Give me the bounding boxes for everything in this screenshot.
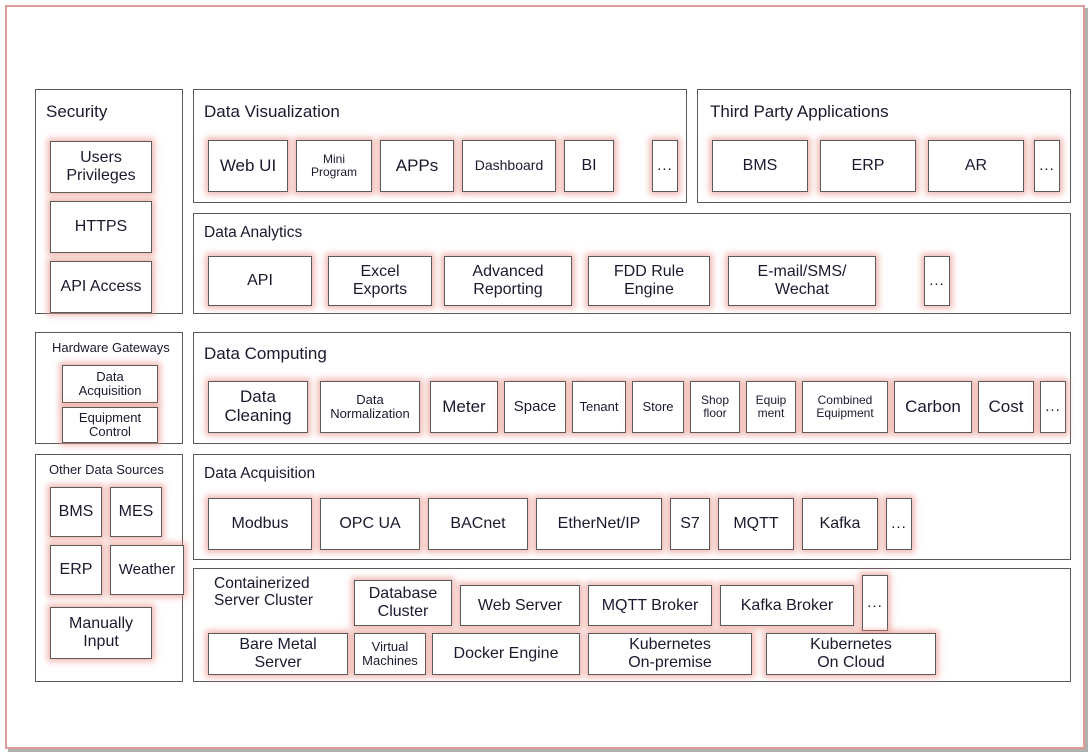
- node-data-cleaning[interactable]: Data Cleaning: [208, 381, 308, 433]
- node-dashboard[interactable]: Dashboard: [462, 140, 556, 192]
- node-source-mes[interactable]: MES: [110, 487, 162, 537]
- node-third-party-ar[interactable]: AR: [928, 140, 1024, 192]
- node-third-party-more[interactable]: ...: [1034, 140, 1060, 192]
- node-bacnet[interactable]: BACnet: [428, 498, 528, 550]
- node-source-manually-input[interactable]: Manually Input: [50, 607, 152, 659]
- panel-data-computing[interactable]: Data Computing Data Cleaning Data Normal…: [193, 332, 1071, 444]
- panel-containerized-server-cluster[interactable]: Containerized Server Cluster Database Cl…: [193, 568, 1071, 682]
- node-web-ui[interactable]: Web UI: [208, 140, 288, 192]
- panel-data-visualization[interactable]: Data Visualization Web UI Mini Program A…: [193, 89, 687, 203]
- node-data-visualization-more[interactable]: ...: [652, 140, 678, 192]
- node-combined-equipment[interactable]: Combined Equipment: [802, 381, 888, 433]
- node-mqtt-broker[interactable]: MQTT Broker: [588, 585, 712, 626]
- panel-data-computing-title: Data Computing: [204, 344, 327, 363]
- panel-hardware-gateways[interactable]: Hardware Gateways Data Acquisition Equip…: [35, 332, 183, 444]
- node-api-access[interactable]: API Access: [50, 261, 152, 313]
- node-data-acquisition-gateway[interactable]: Data Acquisition: [62, 365, 158, 403]
- node-analytics-advanced-reporting[interactable]: Advanced Reporting: [444, 256, 572, 306]
- node-data-normalization[interactable]: Data Normalization: [320, 381, 420, 433]
- node-source-weather[interactable]: Weather: [110, 545, 184, 595]
- node-s7[interactable]: S7: [670, 498, 710, 550]
- node-third-party-bms[interactable]: BMS: [712, 140, 808, 192]
- node-space[interactable]: Space: [504, 381, 566, 433]
- node-mqtt[interactable]: MQTT: [718, 498, 794, 550]
- node-analytics-more[interactable]: ...: [924, 256, 950, 306]
- node-database-cluster[interactable]: Database Cluster: [354, 580, 452, 626]
- node-modbus[interactable]: Modbus: [208, 498, 312, 550]
- node-containerized-more[interactable]: ...: [862, 575, 888, 631]
- panel-data-acquisition[interactable]: Data Acquisition Modbus OPC UA BACnet Et…: [193, 454, 1071, 560]
- panel-data-analytics[interactable]: Data Analytics API Excel Exports Advance…: [193, 213, 1071, 314]
- node-store[interactable]: Store: [632, 381, 684, 433]
- node-data-computing-more[interactable]: ...: [1040, 381, 1066, 433]
- node-analytics-fdd-rule-engine[interactable]: FDD Rule Engine: [588, 256, 710, 306]
- node-shop-floor[interactable]: Shop floor: [690, 381, 740, 433]
- panel-data-acquisition-title: Data Acquisition: [204, 465, 316, 482]
- node-equipment[interactable]: Equip ment: [746, 381, 796, 433]
- diagram-outer-frame: Security Users Privileges HTTPS API Acce…: [5, 5, 1085, 749]
- node-analytics-api[interactable]: API: [208, 256, 312, 306]
- panel-data-analytics-title: Data Analytics: [204, 224, 303, 241]
- panel-security[interactable]: Security Users Privileges HTTPS API Acce…: [35, 89, 183, 314]
- node-data-acquisition-more[interactable]: ...: [886, 498, 912, 550]
- node-https[interactable]: HTTPS: [50, 201, 152, 253]
- node-cost[interactable]: Cost: [978, 381, 1034, 433]
- panel-hardware-gateways-title: Hardware Gateways: [52, 340, 170, 355]
- node-kafka[interactable]: Kafka: [802, 498, 878, 550]
- node-carbon[interactable]: Carbon: [894, 381, 972, 433]
- node-source-bms[interactable]: BMS: [50, 487, 102, 537]
- node-bi[interactable]: BI: [564, 140, 614, 192]
- node-ethernet-ip[interactable]: EtherNet/IP: [536, 498, 662, 550]
- node-virtual-machines[interactable]: Virtual Machines: [354, 633, 426, 675]
- panel-third-party-applications-title: Third Party Applications: [710, 102, 889, 121]
- panel-security-title: Security: [46, 102, 108, 121]
- node-mini-program[interactable]: Mini Program: [296, 140, 372, 192]
- node-analytics-excel-exports[interactable]: Excel Exports: [328, 256, 432, 306]
- node-tenant[interactable]: Tenant: [572, 381, 626, 433]
- node-kafka-broker[interactable]: Kafka Broker: [720, 585, 854, 626]
- panel-data-visualization-title: Data Visualization: [204, 102, 340, 121]
- node-web-server[interactable]: Web Server: [460, 585, 580, 626]
- node-third-party-erp[interactable]: ERP: [820, 140, 916, 192]
- panel-other-data-sources-title: Other Data Sources: [49, 462, 164, 477]
- node-opc-ua[interactable]: OPC UA: [320, 498, 420, 550]
- node-users-privileges[interactable]: Users Privileges: [50, 141, 152, 193]
- node-source-erp[interactable]: ERP: [50, 545, 102, 595]
- node-analytics-email-sms-wechat[interactable]: E-mail/SMS/ Wechat: [728, 256, 876, 306]
- node-apps[interactable]: APPs: [380, 140, 454, 192]
- node-docker-engine[interactable]: Docker Engine: [432, 633, 580, 675]
- node-equipment-control[interactable]: Equipment Control: [62, 407, 158, 443]
- node-bare-metal-server[interactable]: Bare Metal Server: [208, 633, 348, 675]
- panel-other-data-sources[interactable]: Other Data Sources BMS MES ERP Weather M…: [35, 454, 184, 682]
- node-kubernetes-on-premise[interactable]: Kubernetes On-premise: [588, 633, 752, 675]
- panel-third-party-applications[interactable]: Third Party Applications BMS ERP AR ...: [697, 89, 1071, 203]
- panel-containerized-server-cluster-title: Containerized Server Cluster: [214, 575, 314, 610]
- node-meter[interactable]: Meter: [430, 381, 498, 433]
- node-kubernetes-on-cloud[interactable]: Kubernetes On Cloud: [766, 633, 936, 675]
